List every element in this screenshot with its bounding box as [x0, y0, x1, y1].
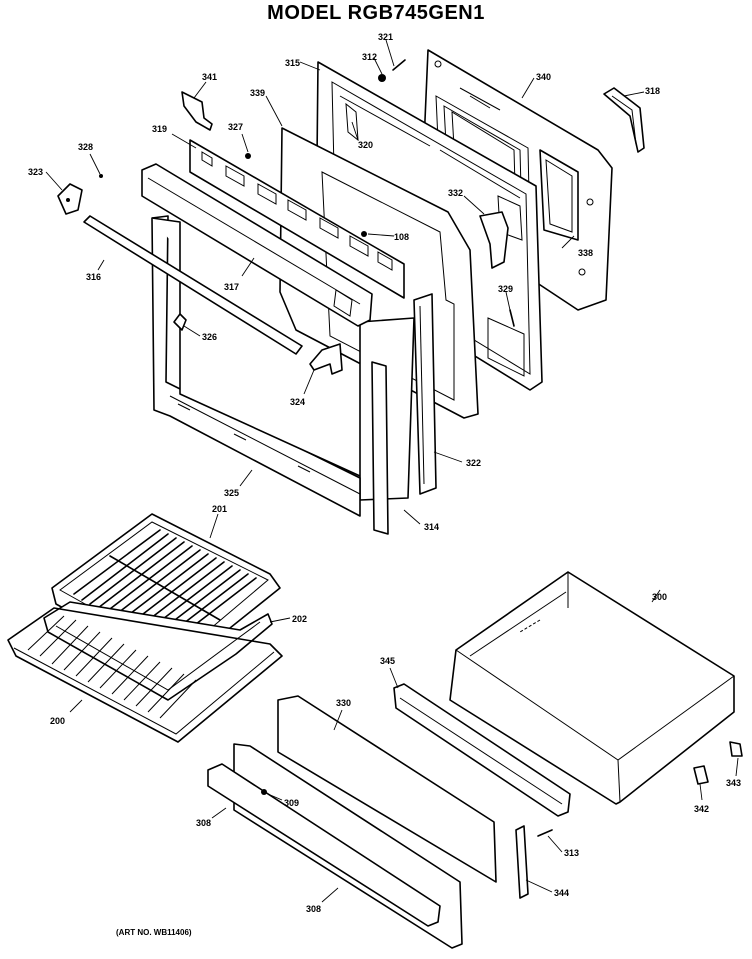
label-313: 313 [564, 848, 579, 858]
label-317: 317 [224, 282, 239, 292]
label-338: 338 [578, 248, 593, 258]
label-319: 319 [152, 124, 167, 134]
label-341: 341 [202, 72, 217, 82]
oven-rack-200 [7, 607, 283, 743]
drawer-slide-345 [393, 683, 571, 817]
door-rod-316 [83, 215, 303, 355]
label-324: 324 [290, 397, 305, 407]
label-318: 318 [645, 86, 660, 96]
leader-lines [45, 39, 739, 903]
label-344: 344 [554, 888, 569, 898]
label-202: 202 [292, 614, 307, 624]
label-108: 108 [394, 232, 409, 242]
part-labels: 321 312 315 340 341 339 318 319 327 320 … [28, 32, 741, 914]
door-trim-317 [141, 163, 373, 327]
label-314: 314 [424, 522, 439, 532]
label-328-top: 328 [78, 142, 93, 152]
art-number: (ART NO. WB11406) [116, 928, 192, 937]
label-339: 339 [250, 88, 265, 98]
label-315: 315 [285, 58, 300, 68]
label-201: 201 [212, 504, 227, 514]
side-channel-322 [413, 293, 437, 495]
label-323: 323 [28, 167, 43, 177]
label-320: 320 [358, 140, 373, 150]
label-327: 327 [228, 122, 243, 132]
label-316: 316 [86, 272, 101, 282]
label-332: 332 [448, 188, 463, 198]
label-200: 200 [50, 716, 65, 726]
bracket-341 [181, 91, 213, 131]
label-309: 309 [284, 798, 299, 808]
diagram-title: MODEL RGB745GEN1 [267, 2, 485, 24]
label-308-left: 308 [196, 818, 211, 828]
label-308-bottom: 308 [306, 904, 321, 914]
small-parts [99, 59, 515, 375]
label-340: 340 [536, 72, 551, 82]
label-329: 329 [498, 284, 513, 294]
drawer-side-rail-344 [515, 741, 743, 899]
label-300: 300 [652, 592, 667, 602]
label-322: 322 [466, 458, 481, 468]
label-321: 321 [378, 32, 393, 42]
label-325: 325 [224, 488, 239, 498]
hinge-323 [57, 183, 83, 215]
label-330: 330 [336, 698, 351, 708]
drawer-body-300 [449, 571, 735, 805]
drawer-panel-330 [277, 695, 497, 883]
label-345: 345 [380, 656, 395, 666]
door-handle-318 [603, 87, 645, 153]
label-312: 312 [362, 52, 377, 62]
label-343: 343 [726, 778, 741, 788]
drawer-front-308 [207, 743, 463, 949]
vent-trim-319 [189, 139, 405, 299]
broiler-pan-202 [43, 601, 273, 701]
label-326: 326 [202, 332, 217, 342]
outer-door-frame-325 [151, 215, 389, 535]
label-342: 342 [694, 804, 709, 814]
